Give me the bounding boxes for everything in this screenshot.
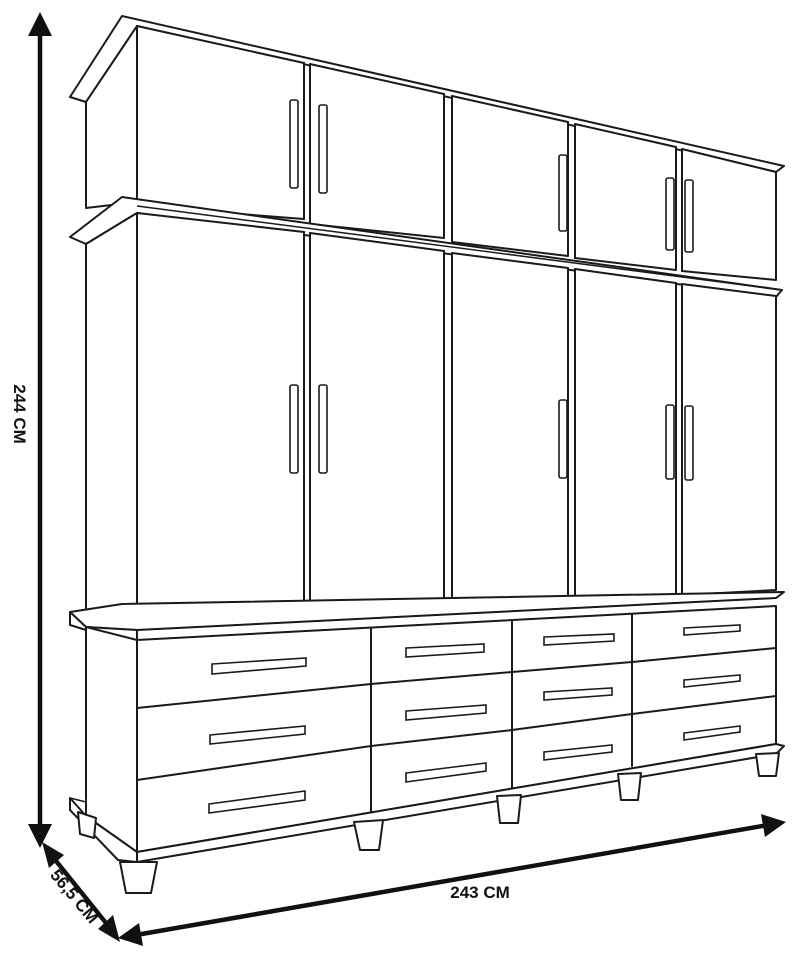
arrow-downright-icon (98, 915, 120, 942)
depth-dimension (42, 842, 120, 942)
handle-icon (543, 633, 615, 646)
handle-icon (289, 384, 299, 474)
depth-label: 56,5 CM (46, 866, 102, 927)
feet (77, 752, 780, 894)
handle-icon (683, 674, 741, 688)
height-label: 244 CM (10, 384, 29, 444)
handle-icon (683, 624, 741, 636)
handle-icon (558, 154, 568, 232)
main-door-handles (289, 384, 694, 481)
handle-icon (558, 399, 568, 479)
handle-icon (665, 177, 675, 251)
handle-icon (318, 104, 328, 194)
handle-icon (543, 744, 613, 761)
foot (617, 772, 642, 801)
handle-icon (208, 790, 306, 814)
arrow-up-icon (28, 12, 52, 36)
foot (496, 794, 522, 824)
handle-icon (543, 687, 613, 701)
foot (755, 752, 780, 777)
handle-icon (665, 404, 675, 480)
handle-icon (684, 405, 694, 481)
main-doors (85, 212, 777, 625)
width-label: 243 CM (450, 883, 510, 902)
arrow-upleft-icon (42, 842, 64, 868)
upper-doors (136, 25, 777, 281)
handle-icon (405, 704, 487, 721)
width-dimension (118, 814, 786, 946)
handle-icon (211, 657, 307, 675)
handle-icon (318, 384, 328, 474)
foot (77, 811, 97, 839)
handle-icon (289, 99, 299, 189)
handle-icon (209, 725, 306, 745)
drawer-base (69, 605, 785, 863)
arrow-down-icon (28, 824, 52, 848)
arrow-right-icon (761, 814, 786, 837)
arrow-left-icon (118, 923, 143, 946)
handle-icon (684, 179, 694, 253)
handle-icon (683, 725, 741, 741)
drawer-handles (208, 624, 741, 814)
foot (353, 819, 384, 851)
upper-door-handles (289, 99, 694, 253)
handle-icon (405, 762, 487, 783)
foot (119, 861, 158, 894)
handle-icon (405, 643, 485, 658)
height-dimension (28, 12, 52, 848)
